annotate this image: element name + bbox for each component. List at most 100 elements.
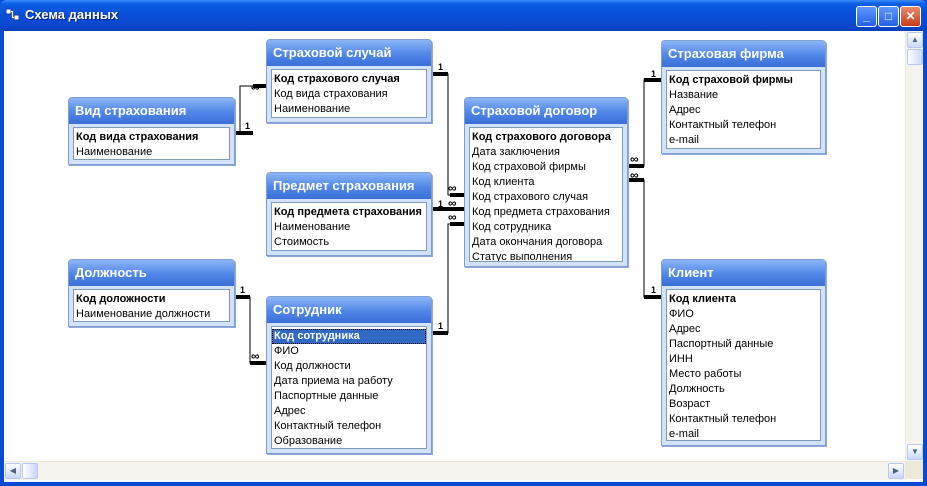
field-list[interactable]: Код доложности Наименование должности	[73, 289, 230, 322]
link-sotrudnik-dogovor	[432, 223, 464, 334]
vertical-scrollbar[interactable]: ▲ ▼	[905, 31, 923, 461]
field-list[interactable]: Код предмета страхования Наименование Ст…	[271, 202, 427, 251]
field-item-selected[interactable]: Код сотрудника	[272, 329, 426, 344]
field-item[interactable]: Дата приема на работу	[274, 375, 393, 387]
table-title[interactable]: Страховая фирма	[662, 41, 825, 67]
diagram-canvas[interactable]: 1 ∞ 1 ∞ 1 ∞ 1 ∞ 1 ∞ ∞ 1 ∞ 1 Вид страхова…	[4, 31, 923, 482]
scroll-left-button[interactable]: ◀	[5, 463, 21, 479]
field-item[interactable]: Контактный телефон	[669, 413, 777, 425]
rel-one-label: 1	[651, 285, 656, 295]
rel-many-label: ∞	[630, 152, 639, 166]
table-title[interactable]: Клиент	[662, 260, 825, 286]
field-item[interactable]: Код клиента	[472, 176, 535, 188]
field-item[interactable]: Место работы	[669, 368, 742, 380]
table-strakhovaya-firma[interactable]: Страховая фирма Код страховой фирмы Назв…	[661, 40, 826, 154]
rel-one-label: 1	[240, 285, 245, 295]
rel-one-label: 1	[438, 199, 443, 209]
link-dogovor-klient	[628, 179, 661, 298]
table-strakhovoy-sluchai[interactable]: Страховой случай Код страхового случая К…	[266, 39, 432, 123]
rel-one-label: 1	[651, 69, 656, 79]
field-item[interactable]: ФИО	[274, 345, 299, 357]
title-bar[interactable]: Схема данных _ □ ✕	[0, 0, 927, 31]
table-title[interactable]: Сотрудник	[267, 297, 431, 323]
field-item[interactable]: e-mail	[669, 428, 699, 440]
relationship-lines: 1 ∞ 1 ∞ 1 ∞ 1 ∞ 1 ∞ ∞ 1 ∞ 1	[235, 62, 661, 365]
field-item[interactable]: Название	[669, 89, 719, 101]
field-item[interactable]: Наименование должности	[76, 308, 211, 320]
field-list[interactable]: Код страховой фирмы Название Адрес Конта…	[666, 70, 821, 149]
chevron-right-icon: ▶	[892, 466, 900, 475]
scroll-up-button[interactable]: ▲	[907, 32, 923, 48]
maximize-button[interactable]: □	[878, 6, 899, 27]
field-list[interactable]: Код вида страхования Наименование	[73, 127, 230, 160]
table-title[interactable]: Страховой договор	[465, 98, 627, 124]
field-item[interactable]: Наименование	[76, 146, 153, 158]
field-item[interactable]: Код страхового договора	[472, 131, 611, 143]
field-item[interactable]: Код страхового случая	[472, 191, 589, 203]
table-vid-strakhovaniya[interactable]: Вид страхования Код вида страхования Наи…	[68, 97, 235, 165]
field-item[interactable]: Должность	[669, 383, 725, 395]
maximize-icon: □	[884, 9, 893, 23]
chevron-down-icon: ▼	[911, 447, 919, 456]
table-title[interactable]: Должность	[69, 260, 234, 286]
field-item[interactable]: Образование	[274, 435, 343, 447]
field-item[interactable]: Код страховой фирмы	[472, 161, 586, 173]
table-dolzhnost[interactable]: Должность Код доложности Наименование до…	[68, 259, 235, 327]
table-title[interactable]: Предмет страхования	[267, 173, 431, 199]
field-item[interactable]: Паспортный данные	[669, 338, 774, 350]
field-item[interactable]: Контактный телефон	[669, 119, 777, 131]
field-item[interactable]: Код предмета страхования	[274, 206, 422, 218]
field-item[interactable]: Адрес	[274, 405, 306, 417]
field-item[interactable]: ИНН	[669, 353, 693, 365]
table-sotrudnik[interactable]: Сотрудник Код сотрудника ФИО Код должнос…	[266, 296, 432, 454]
field-item[interactable]: Код сотрудника	[472, 221, 552, 233]
close-button[interactable]: ✕	[900, 6, 921, 27]
table-title[interactable]: Страховой случай	[267, 40, 431, 66]
scroll-right-button[interactable]: ▶	[888, 463, 904, 479]
field-item[interactable]: Наименование	[274, 103, 351, 115]
field-list[interactable]: Код страхового случая Код вида страхован…	[271, 69, 427, 118]
window-title: Схема данных	[25, 7, 119, 22]
field-item[interactable]: Адрес	[669, 104, 701, 116]
field-item[interactable]: Код предмета страхования	[472, 206, 610, 218]
rel-many-label: ∞	[251, 349, 260, 363]
field-item[interactable]: Код страхового случая	[274, 73, 400, 85]
minimize-button[interactable]: _	[856, 6, 877, 27]
field-item[interactable]: Код вида страхования	[76, 131, 199, 143]
field-item[interactable]: Статус выполнения	[472, 251, 573, 262]
field-item[interactable]: Возраст	[669, 398, 711, 410]
field-item[interactable]: Стоимость	[274, 236, 330, 248]
minimize-icon: _	[863, 9, 870, 23]
field-item[interactable]: Паспортные данные	[274, 390, 379, 402]
field-list[interactable]: Код страхового договора Дата заключения …	[469, 127, 623, 262]
scrollbar-corner	[905, 461, 923, 479]
table-klient[interactable]: Клиент Код клиента ФИО Адрес Паспортный …	[661, 259, 826, 446]
field-item[interactable]: Контактный телефон	[274, 420, 382, 432]
vertical-scroll-thumb[interactable]	[907, 49, 923, 65]
field-list[interactable]: Код сотрудника ФИО Код должности Дата пр…	[271, 326, 427, 449]
field-item[interactable]: Код клиента	[669, 293, 736, 305]
field-item[interactable]: Адрес	[669, 323, 701, 335]
scroll-down-button[interactable]: ▼	[907, 444, 923, 460]
field-item[interactable]: Код доложности	[76, 293, 166, 305]
table-title[interactable]: Вид страхования	[69, 98, 234, 124]
field-item[interactable]: Код вида страхования	[274, 88, 388, 100]
chevron-up-icon: ▲	[911, 35, 919, 44]
field-item[interactable]: Дата окончания договора	[472, 236, 603, 248]
rel-many-label: ∞	[448, 196, 457, 210]
field-item[interactable]: e-mail	[669, 134, 699, 146]
chevron-left-icon: ◀	[9, 466, 17, 475]
field-item[interactable]: ФИО	[669, 308, 694, 320]
field-list[interactable]: Код клиента ФИО Адрес Паспортный данные …	[666, 289, 821, 441]
field-item[interactable]: Наименование	[274, 221, 351, 233]
field-item[interactable]: Код должности	[274, 360, 351, 372]
table-predmet-strakhovaniya[interactable]: Предмет страхования Код предмета страхов…	[266, 172, 432, 256]
horizontal-scroll-thumb[interactable]	[22, 463, 38, 479]
horizontal-scrollbar[interactable]: ◀ ▶	[4, 461, 905, 480]
field-item[interactable]: Код страховой фирмы	[669, 74, 793, 86]
field-item[interactable]: Дата заключения	[472, 146, 560, 158]
table-strakhovoy-dogovor[interactable]: Страховой договор Код страхового договор…	[464, 97, 628, 267]
rel-many-label: ∞	[448, 210, 457, 224]
close-icon: ✕	[905, 9, 916, 23]
